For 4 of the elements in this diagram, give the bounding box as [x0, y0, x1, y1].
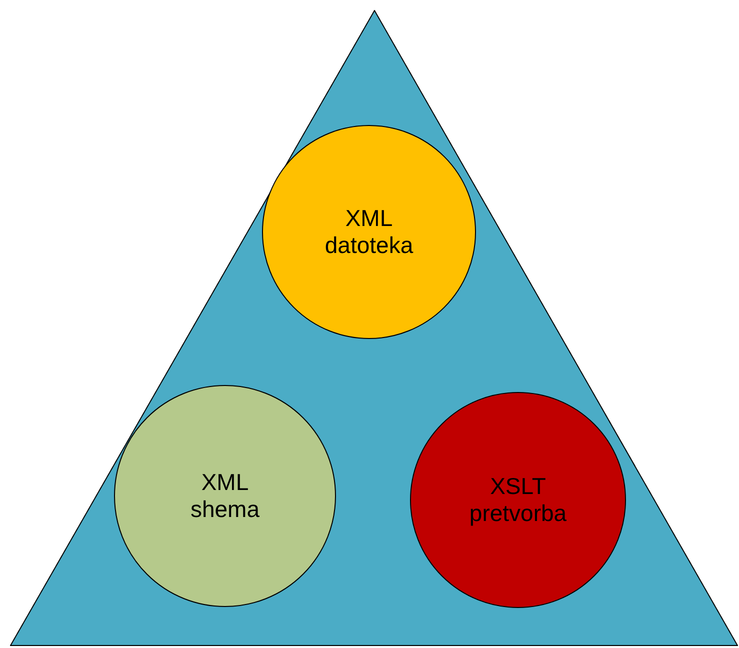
- node-label: XML shema: [189, 469, 261, 523]
- node-label: XSLT pretvorba: [468, 473, 568, 527]
- node-label: XML datoteka: [324, 205, 414, 259]
- triangle-background: [10, 10, 738, 646]
